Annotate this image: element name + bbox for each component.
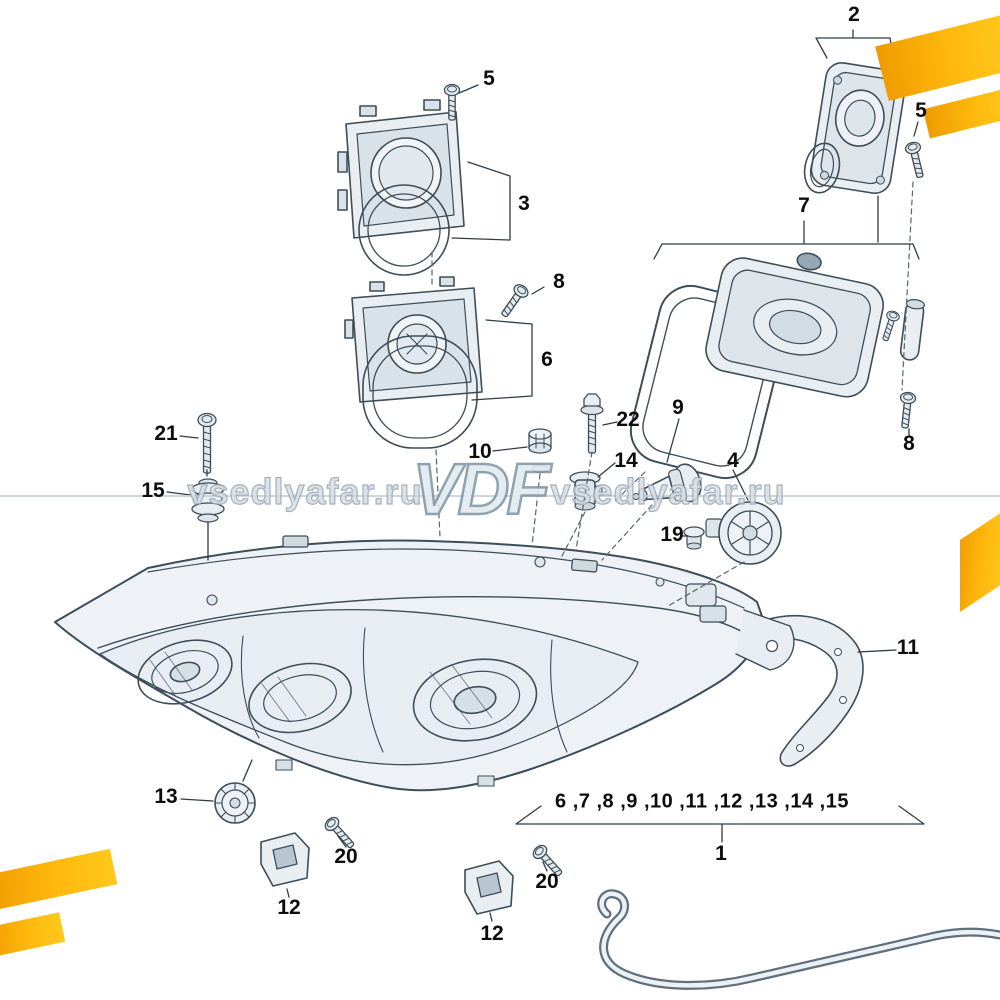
callout-part-20-right: 20 xyxy=(535,870,559,893)
callout-part-12-right: 12 xyxy=(480,922,504,945)
part-4-igniter xyxy=(705,501,782,565)
headlamp-body xyxy=(54,535,795,792)
callout-part-13: 13 xyxy=(154,785,178,808)
watermark-brand-logo: VDF xyxy=(411,449,552,532)
screw-8-right xyxy=(896,390,917,430)
callout-part-14: 14 xyxy=(614,449,638,472)
callout-part-10: 10 xyxy=(468,440,492,463)
part-2-cap xyxy=(810,62,907,195)
callout-part-9: 9 xyxy=(672,396,684,419)
callout-part-8-left: 8 xyxy=(553,270,565,293)
callout-part-1: 1 xyxy=(715,842,727,865)
part-12-clip-right xyxy=(464,860,514,915)
part-22-bolt xyxy=(580,393,604,454)
watermark-divider-line xyxy=(0,495,1000,497)
callout-part-2: 2 xyxy=(848,3,860,26)
screw-5-right xyxy=(903,140,929,180)
part-2-gasket-oval xyxy=(803,142,841,194)
callout-part-8-right: 8 xyxy=(903,432,915,455)
callout-part-20-left: 20 xyxy=(334,845,358,868)
callout-part-12-left: 12 xyxy=(277,896,301,919)
callout-part-19: 19 xyxy=(660,523,684,546)
watermark-site-right: vsedlyafar.ru xyxy=(550,470,786,512)
part-15-grommet xyxy=(191,478,225,523)
callout-part-3: 3 xyxy=(518,192,530,215)
part-13-cap xyxy=(214,782,256,824)
part-10-nut xyxy=(528,428,552,474)
watermark-site-left: vsedlyafar.ru xyxy=(187,470,423,512)
dashed-guides xyxy=(431,181,914,607)
screw-8-left xyxy=(496,281,532,321)
part-6-housing xyxy=(344,276,483,449)
bottom-gasket-tube xyxy=(597,889,1000,990)
callout-part-4: 4 xyxy=(727,449,739,472)
callout-part-21: 21 xyxy=(154,422,178,445)
part-3-frame-ring xyxy=(337,99,465,276)
callout-part-11: 11 xyxy=(896,636,920,659)
callout-part-22: 22 xyxy=(616,408,640,431)
callout-assembly-includes: 6 ,7 ,8 ,9 ,10 ,11 ,12 ,13 ,14 ,15 xyxy=(555,790,849,813)
callout-part-6: 6 xyxy=(541,348,553,371)
part-12-clip-left xyxy=(260,832,310,887)
part-7-cover xyxy=(705,252,884,398)
callout-part-7: 7 xyxy=(798,194,810,217)
rubber-pin xyxy=(899,299,925,361)
callout-part-15: 15 xyxy=(141,479,165,502)
part-19-grommet xyxy=(683,526,705,550)
callout-part-5-right: 5 xyxy=(915,99,927,122)
part-21-screw xyxy=(197,412,217,474)
callout-part-5-top: 5 xyxy=(483,67,495,90)
leader-lines xyxy=(166,29,925,922)
